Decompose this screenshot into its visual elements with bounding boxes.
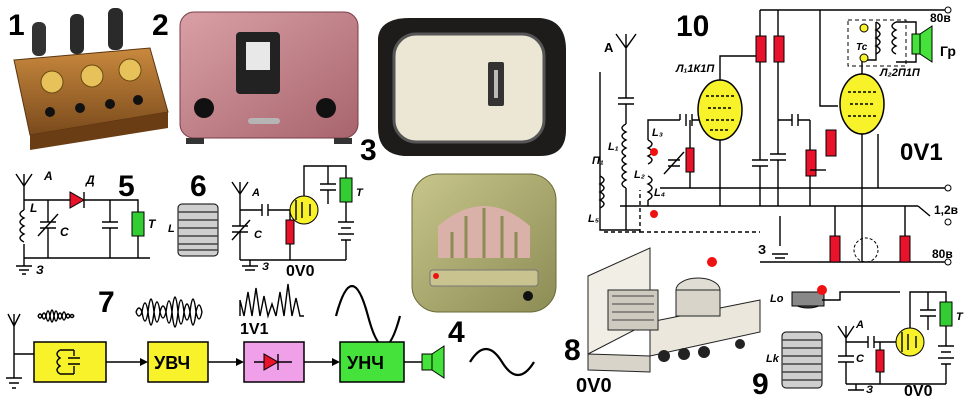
p10-speaker-label: Гр xyxy=(940,43,956,59)
p5-cap-label: C xyxy=(60,225,69,239)
schematic-9 xyxy=(781,285,954,391)
p5-phones-label: Т xyxy=(148,217,157,231)
p9-coil-lo-label: Lo xyxy=(770,293,784,305)
p6-phones-label: Т xyxy=(356,187,364,199)
panel-7-blocks xyxy=(6,313,445,389)
panel-number-6: 6 xyxy=(190,170,207,203)
p10-l5-label: L₅ xyxy=(588,213,600,225)
p10-v80-bottom: 80в xyxy=(932,247,953,261)
sine-wave-output xyxy=(469,347,535,377)
panel-number-2: 2 xyxy=(152,9,169,42)
p5-diode-label: Д xyxy=(85,173,95,187)
p10-v12: 1,2в xyxy=(934,203,958,217)
p10-l2-label: L₂ xyxy=(634,169,645,181)
p10-antenna-label: А xyxy=(604,40,614,55)
panel-number-4: 4 xyxy=(448,316,465,349)
receiver-photo-2 xyxy=(179,11,359,144)
p10-l4-label: L₄ xyxy=(654,187,665,199)
input-circuit-block xyxy=(33,341,107,383)
af-amp-block xyxy=(339,341,405,383)
p10-ground-label: З xyxy=(758,242,766,257)
p10-tube2-label: Л₂2П1П xyxy=(879,67,921,79)
p6-title: 0V0 xyxy=(286,263,315,280)
p9-phones-label: Т xyxy=(956,311,964,323)
receiver-photo-1 xyxy=(13,8,169,150)
p9-ground-label: З xyxy=(866,384,873,396)
speaker-icon xyxy=(431,345,445,379)
receiver-photo-4 xyxy=(411,173,557,313)
receiver-photo-8 xyxy=(587,247,761,373)
panel-7-waveforms xyxy=(37,283,402,348)
p5-coil-label: L xyxy=(30,201,37,215)
receiver-photo-3 xyxy=(378,18,566,156)
p9-title: 0V0 xyxy=(904,383,933,400)
p10-tube1-label: Л₁1К1П xyxy=(675,63,715,75)
panel-number-10: 10 xyxy=(676,10,709,43)
p10-transformer-label: Тс xyxy=(856,42,868,53)
p8-title: 0V0 xyxy=(576,375,612,397)
p9-coil-lk-label: Lk xyxy=(766,353,780,365)
p7-af-amp-label: УНЧ xyxy=(347,353,384,373)
p10-l3-label: L₃ xyxy=(652,127,663,139)
p10-title: 0V1 xyxy=(900,139,943,166)
panel-number-9: 9 xyxy=(752,368,769,400)
p9-antenna-label: А xyxy=(855,319,864,331)
p10-l1-label: L₁ xyxy=(608,141,619,153)
p5-ground-label: З xyxy=(36,263,44,277)
panel-number-7: 7 xyxy=(98,286,115,319)
p5-antenna-label: А xyxy=(43,169,53,183)
p10-v80-top: 80в xyxy=(930,11,951,25)
panel-number-3: 3 xyxy=(360,134,377,167)
p6-coil-label: L xyxy=(168,223,175,235)
schematic-5 xyxy=(15,173,150,275)
panel-number-1: 1 xyxy=(8,9,25,42)
schematic-10 xyxy=(598,6,952,266)
p9-cap-label: С xyxy=(856,353,865,365)
panel-number-8: 8 xyxy=(564,334,581,367)
p7-title: 1V1 xyxy=(240,321,269,338)
p7-rf-amp-label: УВЧ xyxy=(154,353,190,373)
p6-cap-label: С xyxy=(254,229,263,241)
rf-amp-block xyxy=(147,341,209,383)
p6-ground-label: З xyxy=(262,261,269,273)
p6-antenna-label: А xyxy=(251,187,260,199)
p10-speaker-icon xyxy=(919,25,933,63)
schematic-6 xyxy=(177,165,354,271)
p10-switch-label: П₁ xyxy=(592,155,604,167)
panel-number-5: 5 xyxy=(118,170,135,203)
